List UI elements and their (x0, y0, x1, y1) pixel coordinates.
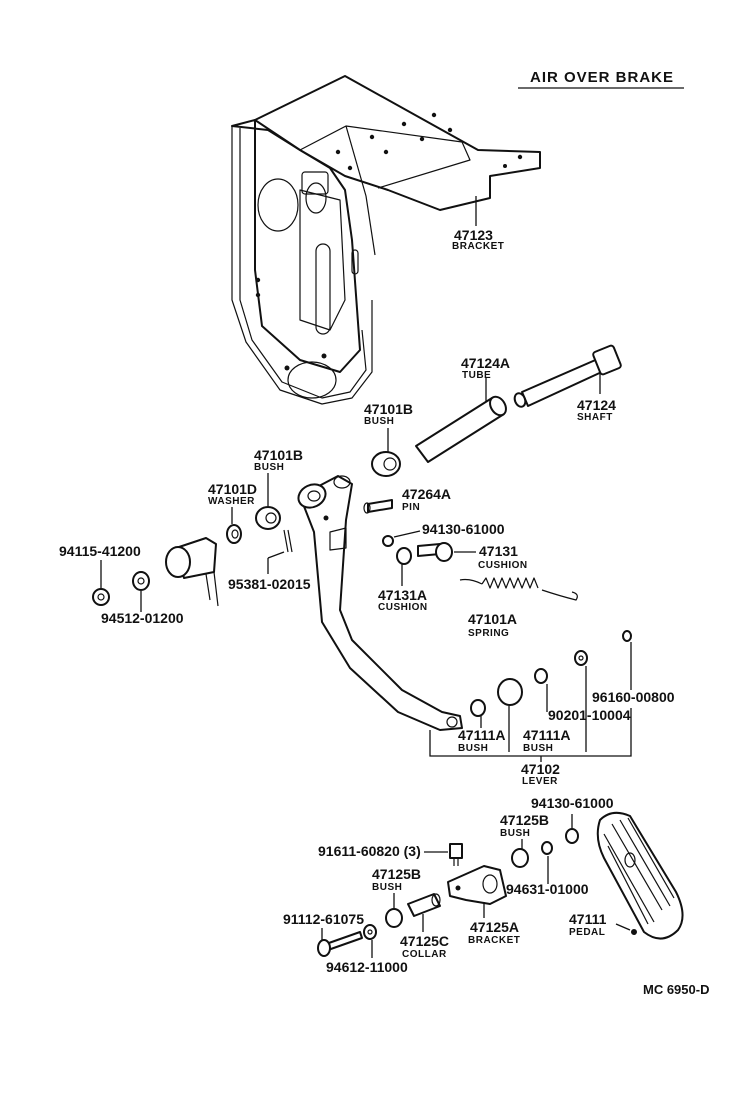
part-name-tube: TUBE (462, 370, 491, 381)
part-name-bush-47125b-lower: BUSH (372, 882, 402, 893)
part-name-cushion-47131: CUSHION (478, 560, 528, 571)
bush-47125b-upper-drawing (511, 848, 529, 868)
washer-94631-drawing (541, 841, 553, 855)
part-number-47131: 47131 (479, 543, 518, 559)
part-name-lever: LEVER (522, 776, 558, 787)
pin-47264a-drawing (363, 499, 393, 514)
part-number-94115: 94115-41200 (59, 543, 141, 559)
part-number-47125b-lower: 47125B (372, 866, 421, 882)
part-name-bracket-47123: BRACKET (452, 241, 504, 252)
nut-lever-drawing (534, 668, 548, 684)
washer-94512-drawing (132, 571, 150, 591)
part-number-47124a: 47124A (461, 355, 510, 371)
part-number-96160: 96160-00800 (592, 689, 675, 705)
washer-94612-drawing (363, 924, 377, 940)
part-number-91112: 91112-61075 (283, 911, 364, 927)
part-number-91611: 91611-60820 (3) (318, 843, 421, 859)
nut-94130-lower-drawing (565, 828, 579, 844)
washer-lever-right-drawing (574, 650, 588, 666)
part-name-cushion-47131a: CUSHION (378, 602, 428, 613)
bracket-47123-drawing (231, 75, 541, 405)
figure-code: MC 6950-D (643, 982, 709, 997)
part-name-pedal: PEDAL (569, 927, 605, 938)
part-number-95381: 95381-02015 (228, 576, 311, 592)
part-number-47101a: 47101A (468, 611, 517, 627)
part-number-94130-lower: 94130-61000 (531, 795, 614, 811)
part-name-bush-47101b-left: BUSH (254, 462, 284, 473)
part-number-47124: 47124 (577, 397, 616, 413)
part-name-spring: SPRING (468, 628, 509, 639)
spring-47101a-drawing (459, 577, 578, 601)
part-number-47102: 47102 (521, 761, 560, 777)
lever-47102-drawing (297, 475, 463, 731)
part-number-47101d: 47101D (208, 481, 257, 497)
pedal-47111-drawing (596, 811, 684, 940)
part-number-47101b-left: 47101B (254, 447, 303, 463)
part-name-pin-47264a: PIN (402, 502, 420, 513)
part-number-90201: 90201-10004 (548, 707, 631, 723)
part-number-47125c: 47125C (400, 933, 449, 949)
bush-round-drawing (497, 678, 523, 706)
part-number-47131a: 47131A (378, 587, 427, 603)
part-number-47123: 47123 (454, 227, 493, 243)
cotter-96160-drawing (622, 630, 632, 642)
part-number-94130-upper: 94130-61000 (422, 521, 505, 537)
part-name-bush-47111a-right: BUSH (523, 743, 553, 754)
diagram-title: AIR OVER BRAKE (530, 69, 674, 86)
part-name-collar: COLLAR (402, 949, 447, 960)
part-number-47111a-left: 47111A (458, 727, 506, 743)
bolt-91112-drawing (317, 931, 363, 957)
part-name-bush-47111a-left: BUSH (458, 743, 488, 754)
part-number-47111a-right: 47111A (523, 727, 571, 743)
part-number-94512: 94512-01200 (101, 610, 184, 626)
collar-47125c-drawing (407, 893, 441, 917)
part-number-47125b-upper: 47125B (500, 812, 549, 828)
tube-47124a-drawing (415, 395, 507, 463)
pivot-hub-drawing (165, 537, 219, 607)
part-number-47111: 47111 (569, 911, 607, 927)
cushion-47131-drawing (417, 542, 453, 562)
part-number-47264a: 47264A (402, 486, 451, 502)
washer-47101d-drawing (226, 524, 242, 544)
cotter-pin-95381-drawing (283, 529, 293, 553)
part-number-47101b-upper: 47101B (364, 401, 413, 417)
bush-47111a-left-drawing (470, 699, 486, 717)
shaft-47124-drawing (513, 344, 622, 408)
bush-47101b-left-drawing (255, 506, 281, 530)
bush-47125b-lower-drawing (385, 908, 403, 928)
part-name-washer-47101d: WASHER (208, 496, 255, 507)
bush-47101b-upper-drawing (371, 451, 401, 477)
part-name-bush-47125b-upper: BUSH (500, 828, 530, 839)
part-name-bracket-47125a: BRACKET (468, 935, 520, 946)
nut-94130-upper-drawing (382, 535, 394, 547)
bracket-47125a-drawing (447, 865, 507, 905)
cushion-47131a-drawing (396, 547, 412, 565)
part-number-94631: 94631-01000 (506, 881, 589, 897)
bolt-91611-drawing (449, 843, 463, 866)
part-name-shaft: SHAFT (577, 412, 613, 423)
part-name-bush-47101b-upper: BUSH (364, 416, 394, 427)
nut-94115-drawing (92, 588, 110, 606)
part-number-94612: 94612-11000 (326, 959, 408, 975)
part-number-47125a: 47125A (470, 919, 519, 935)
